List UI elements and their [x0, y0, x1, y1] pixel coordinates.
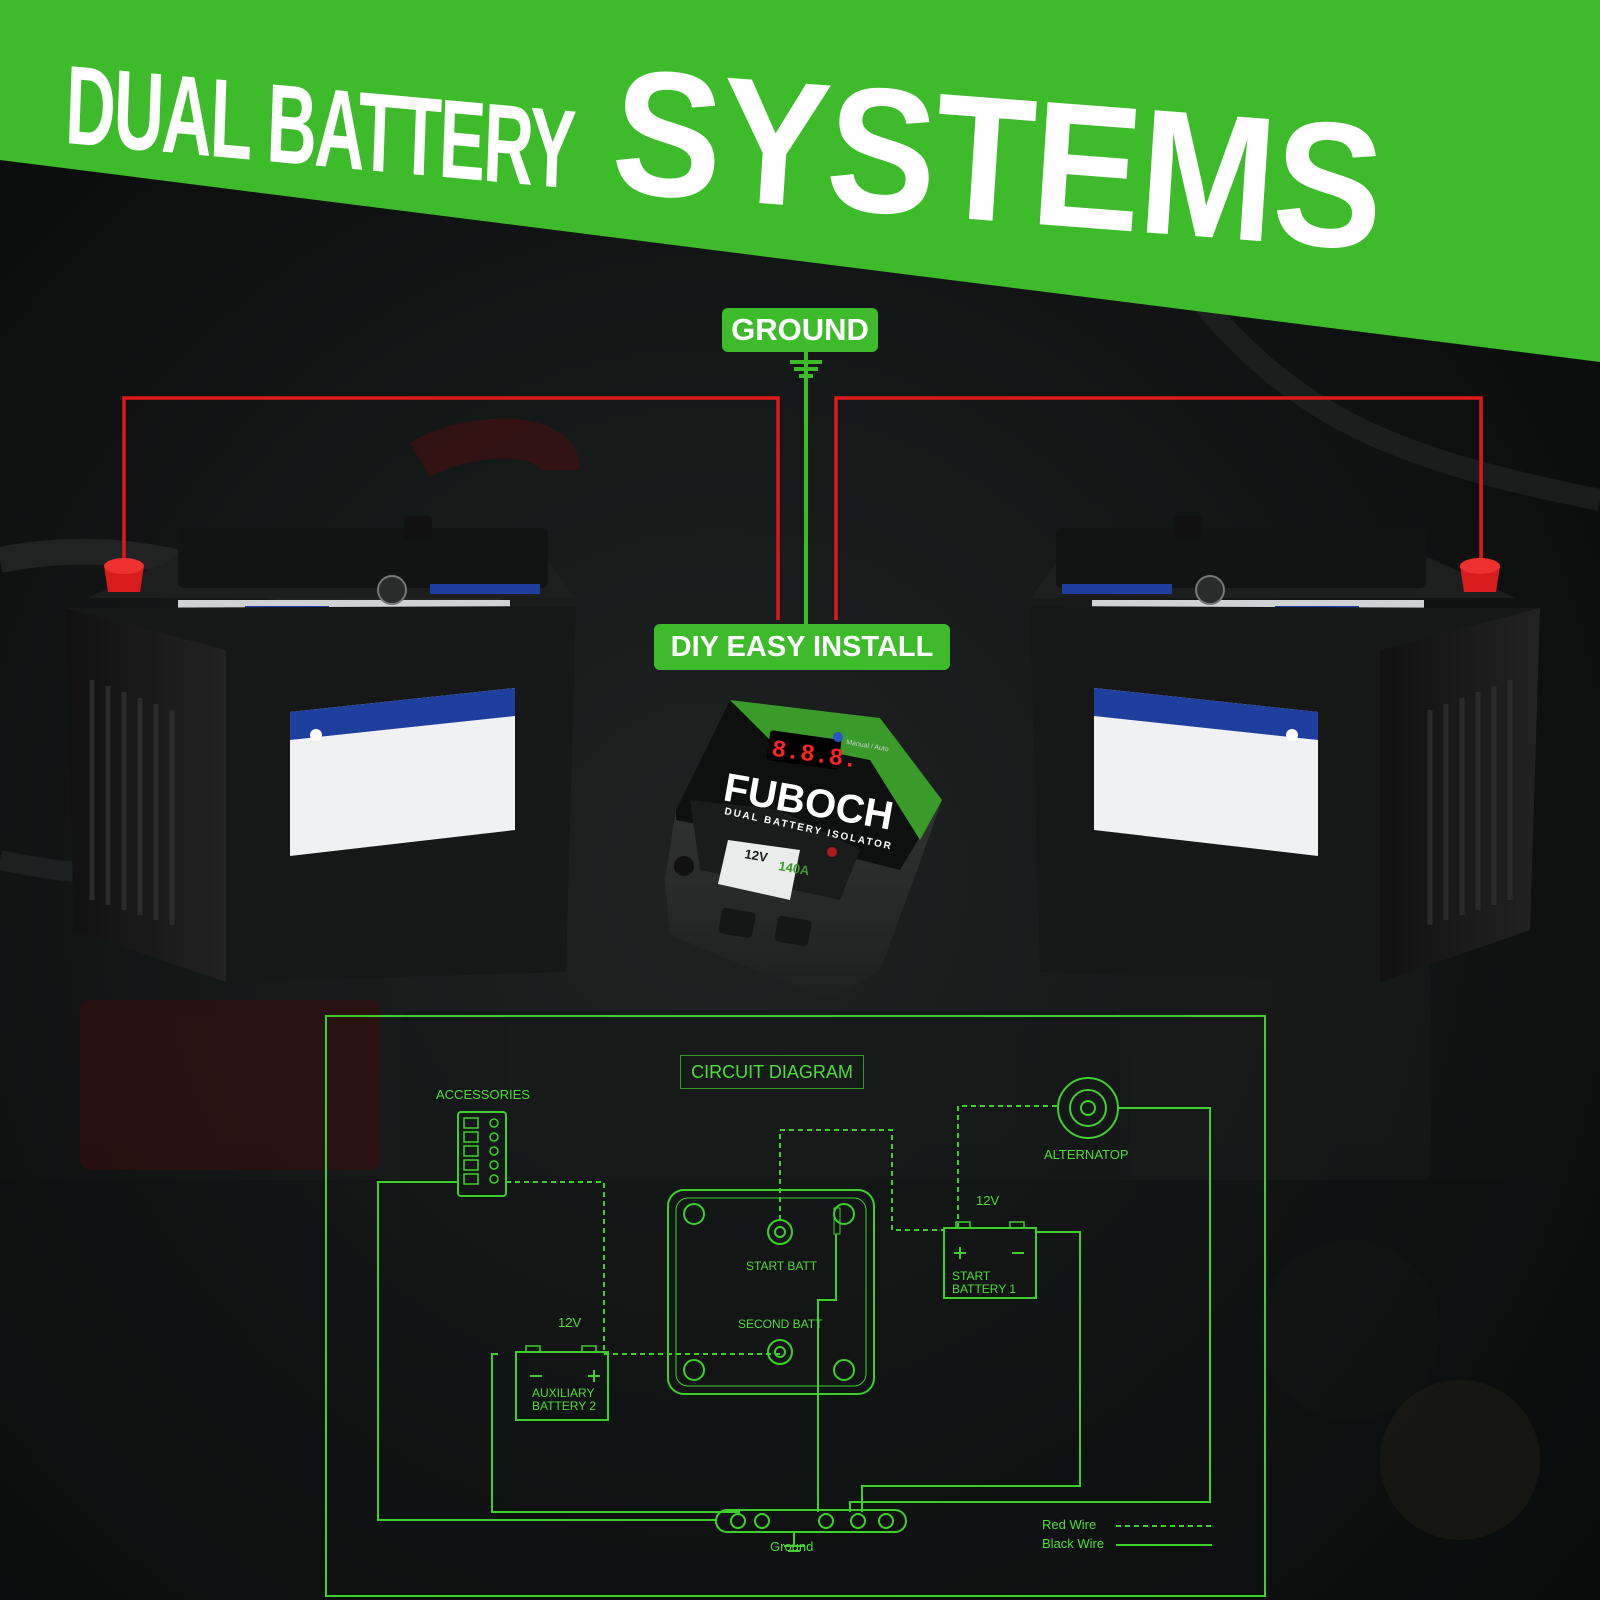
- title-banner: [0, 0, 1600, 362]
- start-batt-terminal-label: START BATT: [746, 1259, 818, 1273]
- diy-install-callout: DIY EASY INSTALL: [654, 624, 950, 670]
- second-batt-terminal: [767, 1339, 793, 1365]
- legend-black-wire: Black Wire: [1042, 1536, 1105, 1551]
- isolator-current: 140A: [777, 858, 811, 878]
- left-battery: [66, 516, 576, 982]
- ground-label: Ground: [770, 1539, 814, 1554]
- right-battery: [1030, 516, 1540, 982]
- start-battery-voltage: 12V: [976, 1193, 1000, 1208]
- aux-battery-voltage: 12V: [558, 1315, 582, 1330]
- legend-red-wire: Red Wire: [1042, 1517, 1097, 1532]
- second-batt-terminal-label: SECOND BATT: [738, 1317, 823, 1331]
- aux-battery-label-line2: BATTERY 2: [532, 1399, 597, 1413]
- accessories-panel: [457, 1111, 507, 1197]
- diagram-isolator: [667, 1189, 875, 1395]
- ground-wire: [790, 352, 822, 624]
- accessories-label: ACCESSORIES: [436, 1087, 530, 1102]
- alternator-label: ALTERNATOP: [1044, 1147, 1129, 1162]
- engine-bay-backdrop: [0, 292, 1600, 1600]
- start-battery-label-line1: START: [952, 1269, 991, 1283]
- isolator-voltage: 12V: [743, 846, 769, 865]
- isolator-device: [665, 700, 942, 1000]
- start-battery-symbol: [943, 1227, 1037, 1299]
- diagram-frame: [325, 1015, 1266, 1597]
- circuit-diagram: [325, 1015, 1266, 1597]
- start-battery-label-line2: BATTERY 1: [952, 1282, 1017, 1296]
- circuit-diagram-title: CIRCUIT DIAGRAM: [680, 1055, 864, 1089]
- aux-battery-symbol: [515, 1351, 609, 1421]
- aux-battery-label-line1: AUXILIARY: [532, 1386, 595, 1400]
- red-wires: [122, 396, 1483, 620]
- ground-callout: GROUND: [722, 308, 878, 352]
